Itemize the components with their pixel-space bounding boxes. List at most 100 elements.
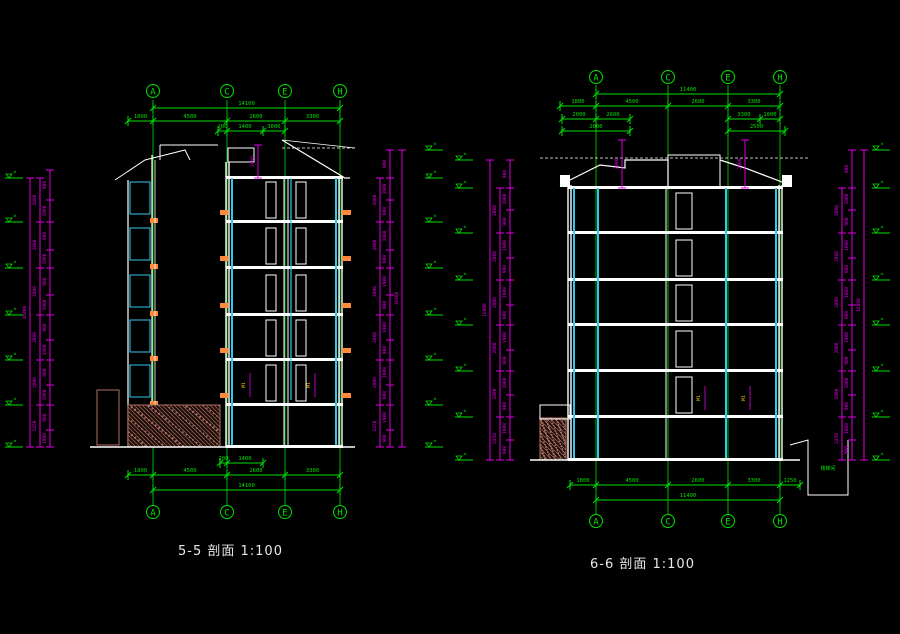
level-text: ± (464, 225, 467, 230)
section-5-5-title: 5-5 剖面 1:100 (178, 544, 283, 559)
vdim-text: 1900 (42, 299, 48, 310)
hatch-dot (144, 430, 147, 433)
dim-text: 1000 (763, 112, 776, 118)
roof-vdim: 2800 (614, 139, 626, 189)
vdim-text: 900 (844, 217, 850, 225)
dim-slash (259, 459, 267, 467)
vdim-text: 2450 (492, 433, 498, 444)
roof-eave (281, 139, 356, 149)
axis-bubble (773, 514, 787, 528)
dim-text: 2600 (249, 468, 262, 474)
level-text: ± (881, 452, 884, 457)
dim-slash (259, 127, 267, 135)
elevation-mark: ± (872, 225, 890, 234)
hatch-dot (209, 437, 212, 440)
dim-slash (664, 102, 672, 110)
hatch-dot (216, 442, 219, 445)
hatch-dot (127, 404, 129, 406)
door-label: M1 (741, 395, 747, 401)
dim-slash (566, 481, 574, 489)
dim-slash (149, 486, 157, 494)
level-triangle (455, 228, 463, 234)
balcony-rail (150, 401, 158, 406)
dim-text: 11400 (680, 493, 697, 499)
hatch-dot (562, 436, 565, 439)
hatch-dot (561, 433, 564, 436)
dim-text: 2600 (606, 112, 619, 118)
level-triangle (425, 310, 433, 316)
hatch-dot (547, 422, 549, 425)
hatch-dot (134, 436, 137, 439)
hatch-dot (549, 444, 552, 447)
level-text: ± (434, 352, 437, 357)
hatch-line (127, 438, 137, 448)
vdim-text: 1900 (42, 253, 48, 264)
vdim-text: 2800 (372, 377, 378, 388)
hatch-line (173, 404, 217, 448)
level-triangle (872, 455, 880, 461)
dim-slash (223, 127, 231, 135)
vdim-text: 900 (844, 446, 850, 454)
hatch-line (149, 404, 193, 448)
dim-slash (592, 90, 600, 98)
dim-slash (149, 104, 157, 112)
vdim-text: 1900 (502, 287, 508, 298)
level-triangle (872, 145, 880, 151)
hatch-line (127, 430, 145, 448)
hatch-dot (198, 444, 201, 446)
hatch-dot (563, 425, 566, 428)
elevation-mark: ± (425, 170, 443, 179)
door-opening (675, 192, 693, 230)
hatch-dot (216, 428, 219, 431)
axis-bubble (220, 505, 234, 519)
hatch-line (539, 419, 567, 447)
hatch-line (539, 439, 561, 461)
level-triangle (872, 275, 880, 281)
floor-slab (568, 415, 783, 418)
level-triangle (5, 217, 13, 223)
door-label: M1 (696, 395, 702, 401)
dim-text: 2600 (691, 478, 704, 484)
hatch-dot (561, 448, 564, 450)
vdim-text: 2800 (492, 205, 498, 216)
hatch-dot (559, 457, 562, 459)
hatch-dot (550, 447, 553, 450)
vdim-text: 2800 (834, 388, 840, 399)
dim-slash (592, 481, 600, 489)
door-opening (265, 364, 277, 402)
dim-text: 4500 (183, 468, 196, 474)
roof-slope (281, 139, 350, 179)
vdim-text: 16800 (394, 291, 400, 305)
hatch-line (189, 404, 221, 436)
vdim-text: 2800 (372, 332, 378, 343)
hatch-dot (188, 422, 191, 425)
level-triangle (872, 183, 880, 189)
level-text: ± (434, 439, 437, 444)
floor-slab (568, 231, 783, 234)
hatch-dot (557, 423, 560, 426)
vdim-text: 2800 (492, 251, 498, 262)
vdim-text: 900 (382, 434, 388, 442)
axis-label: E (725, 518, 730, 528)
hatch-dot (564, 455, 567, 458)
balcony-rail (342, 348, 351, 353)
hatch-dot (557, 452, 560, 454)
axis-label: A (150, 88, 156, 98)
elev-window (129, 319, 151, 353)
elevation-mark: ± (425, 397, 443, 406)
hatch-dot (165, 404, 167, 406)
balcony-rail (342, 303, 351, 308)
dim-slash (664, 481, 672, 489)
hatch-dot (558, 426, 561, 429)
hatch-line (193, 404, 221, 432)
hatch-dot (199, 415, 202, 418)
vdim-text: 2800 (834, 342, 840, 353)
hatch-line (127, 414, 161, 448)
hatch-line (201, 404, 221, 424)
roof-vdim: 2800 (737, 139, 749, 189)
vdim-text: 900 (502, 265, 508, 273)
floor-slab (226, 266, 343, 269)
hatch-dot (141, 413, 144, 416)
